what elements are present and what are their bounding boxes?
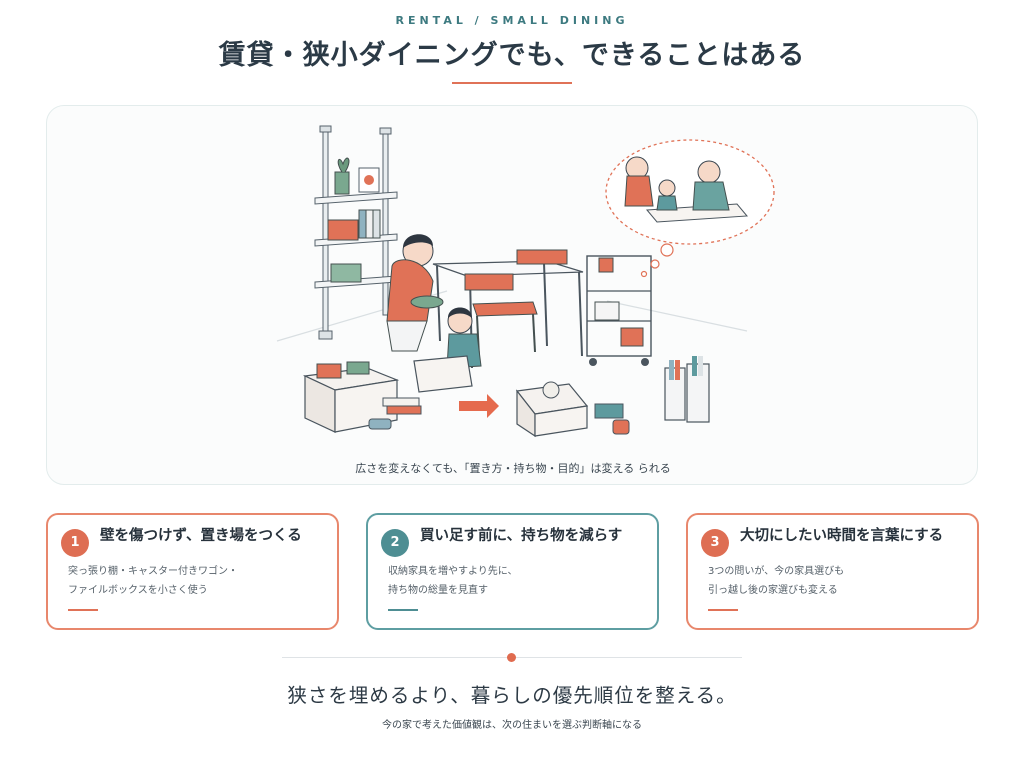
tip-card-3: 3 大切にしたい時間を言葉にする 3つの問いが、今の家具選びも 引っ越し後の家選… [686,513,979,630]
dining-table [432,249,584,369]
card-line: 突っ張り棚・キャスター付きワゴン・ [68,566,238,577]
tip-card-2: 2 買い足す前に、持ち物を減らす 収納家具を増やすより先に、 持ち物の総量を見直… [366,513,659,630]
card-body: 突っ張り棚・キャスター付きワゴン・ ファイルボックスを小さく使う [68,562,238,600]
card-accent-rule [708,609,738,611]
divider-dot [507,653,516,662]
transform-arrow-icon [459,394,499,418]
step-number-badge: 2 [381,529,409,557]
card-line: 引っ越し後の家選びも変える [708,585,838,596]
step-number-badge: 3 [701,529,729,557]
card-line: 3つの問いが、今の家具選びも [708,566,845,577]
title-underline [452,82,572,84]
storage-boxes [302,355,589,438]
card-line: ファイルボックスを小さく使う [68,585,208,596]
card-line: 収納家具を増やすより先に、 [388,566,518,577]
tip-card-1: 1 壁を傷つけず、置き場をつくる 突っ張り棚・キャスター付きワゴン・ ファイルボ… [46,513,339,630]
mother-figure [386,234,444,352]
card-title: 壁を傷つけず、置き場をつくる [100,528,302,544]
hero-illustration [276,125,775,438]
hero-panel: 広さを変えなくても、「置き方・持ち物・目的」は変える られる [46,105,978,485]
page-title: 賃貸・狭小ダイニングでも、できることはある [218,40,806,71]
hero-caption: 広さを変えなくても、「置き方・持ち物・目的」は変える られる [355,462,671,475]
card-title: 大切にしたい時間を言葉にする [740,528,944,544]
card-body: 3つの問いが、今の家具選びも 引っ越し後の家選びも変える [708,562,844,600]
section-eyebrow: RENTAL / SMALL DINING [395,14,629,27]
tension-pole-shelf [314,125,398,340]
step-number-badge: 1 [61,529,89,557]
card-body: 収納家具を増やすより先に、 持ち物の総量を見直す [388,562,518,600]
card-accent-rule [388,609,418,611]
card-accent-rule [68,609,98,611]
closing-headline: 狭さを埋めるより、暮らしの優先順位を整える。 [287,684,737,707]
card-title: 買い足す前に、持ち物を減らす [420,528,623,544]
caster-wagon [586,255,652,366]
card-line: 持ち物の総量を見直す [388,585,488,596]
file-boxes [664,356,710,423]
family-thought-bubble [605,139,775,278]
closing-subtext: 今の家で考えた価値観は、次の住まいを選ぶ判断軸になる [382,720,642,731]
